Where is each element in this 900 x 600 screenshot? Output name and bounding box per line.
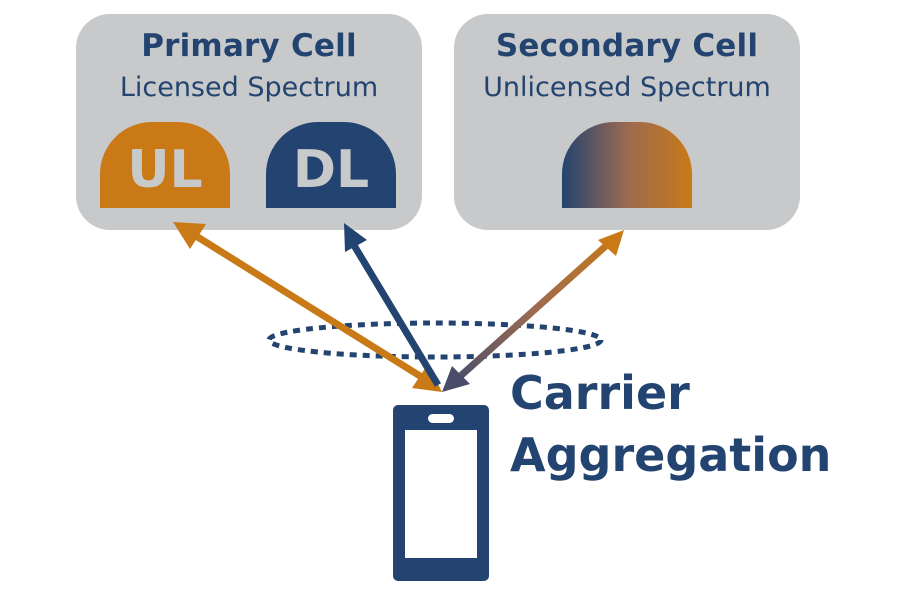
uplink-arrow (173, 222, 442, 392)
caption-line-2: Aggregation (510, 428, 832, 482)
uplink-carrier-icon: UL (100, 122, 230, 208)
downlink-carrier-icon: DL (266, 122, 396, 208)
downlink-label: DL (292, 140, 370, 200)
primary-cell-title: Primary Cell (141, 28, 357, 64)
secondary-cell-arrow (442, 230, 624, 392)
smartphone-icon (393, 405, 489, 581)
downlink-arrow (344, 223, 441, 387)
secondary-cell-panel: Secondary Cell Unlicensed Spectrum (454, 14, 800, 230)
caption-line-1: Carrier (510, 366, 690, 420)
uplink-label: UL (127, 140, 203, 200)
phone-speaker (428, 414, 454, 423)
unlicensed-carrier-icon (562, 122, 692, 208)
primary-cell-panel: Primary Cell Licensed Spectrum UL DL (76, 14, 422, 230)
secondary-cell-subtitle: Unlicensed Spectrum (483, 72, 771, 103)
aggregation-ring (266, 320, 604, 360)
phone-screen (405, 430, 477, 558)
primary-cell-subtitle: Licensed Spectrum (119, 72, 379, 103)
secondary-cell-title: Secondary Cell (495, 28, 759, 64)
